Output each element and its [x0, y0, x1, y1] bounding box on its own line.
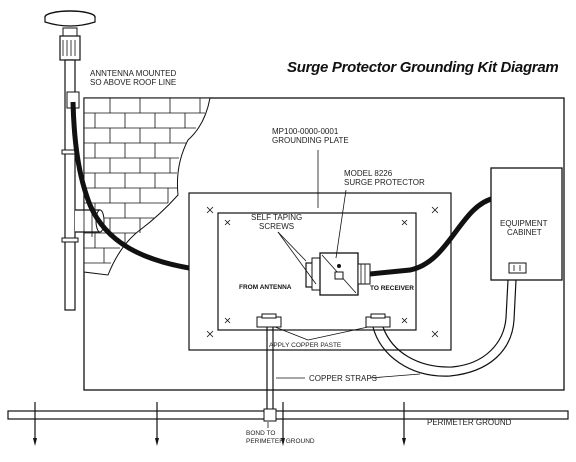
- grounding-plate-label: MP100-0000-0001 GROUNDING PLATE: [272, 127, 349, 145]
- to-receiver-label: TO RECEIVER: [370, 285, 414, 292]
- surge-protector-label: MODEL 8226 SURGE PROTECTOR: [344, 169, 425, 187]
- leader-lines: [267, 150, 421, 428]
- antenna-coax-cable: [70, 101, 306, 277]
- antenna-label: ANNTENNA MOUNTED SO ABOVE ROOF LINE: [90, 69, 178, 87]
- receiver-coax-cable: [369, 195, 496, 277]
- perimeter-ground-label: PERIMETER GROUND: [427, 418, 512, 427]
- antenna-mast: [44, 10, 105, 311]
- surge-protector: [305, 252, 371, 296]
- strap-clamp-right: [365, 313, 391, 328]
- bond-label: BOND TO PERIMETER GROUND: [246, 430, 315, 445]
- screws-label: SELF TAPING SCREWS: [251, 213, 305, 231]
- perimeter-ground: [7, 402, 569, 446]
- copper-straps-label: COPPER STRAPS: [309, 374, 377, 383]
- strap-clamp-left: [256, 313, 282, 328]
- diagram-title: Surge Protector Grounding Kit Diagram: [287, 59, 558, 76]
- copper-strap-to-ground: [266, 327, 274, 411]
- equipment-cabinet: [490, 167, 563, 281]
- cabinet-label: EQUIPMENT CABINET: [500, 219, 550, 237]
- from-antenna-label: FROM ANTENNA: [239, 284, 292, 291]
- copper-strap-to-cabinet: [372, 279, 517, 377]
- copper-paste-label: APPLY COPPER PASTE: [269, 342, 342, 349]
